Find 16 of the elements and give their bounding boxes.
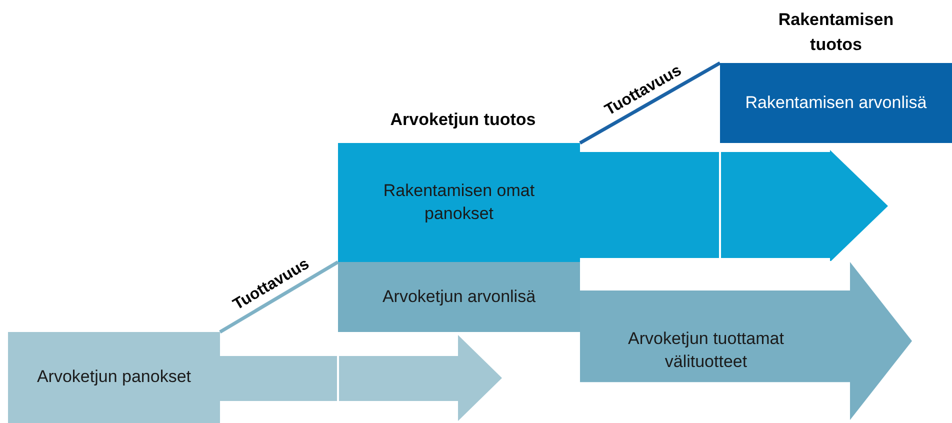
block-arrow xyxy=(580,150,888,262)
column-heading: Arvoketjun tuotos xyxy=(389,109,537,131)
block-arrow xyxy=(580,262,912,420)
block-arrow xyxy=(220,335,502,421)
connector-line xyxy=(219,260,339,334)
node-text: Rakentamisen omat panokset xyxy=(382,180,536,224)
connector-line xyxy=(579,61,721,145)
node-text: Arvoketjun tuottamat välituotteet xyxy=(627,328,785,373)
process-box xyxy=(720,63,952,143)
node-text: Arvoketjun arvonlisä xyxy=(381,286,537,308)
node-text: Rakentamisen arvonlisä xyxy=(744,92,928,114)
process-box xyxy=(338,262,580,332)
column-heading: Rakentamisen tuotos xyxy=(777,9,895,56)
process-box xyxy=(338,143,580,262)
process-box xyxy=(8,332,220,423)
node-text: Arvoketjun panokset xyxy=(36,366,192,388)
